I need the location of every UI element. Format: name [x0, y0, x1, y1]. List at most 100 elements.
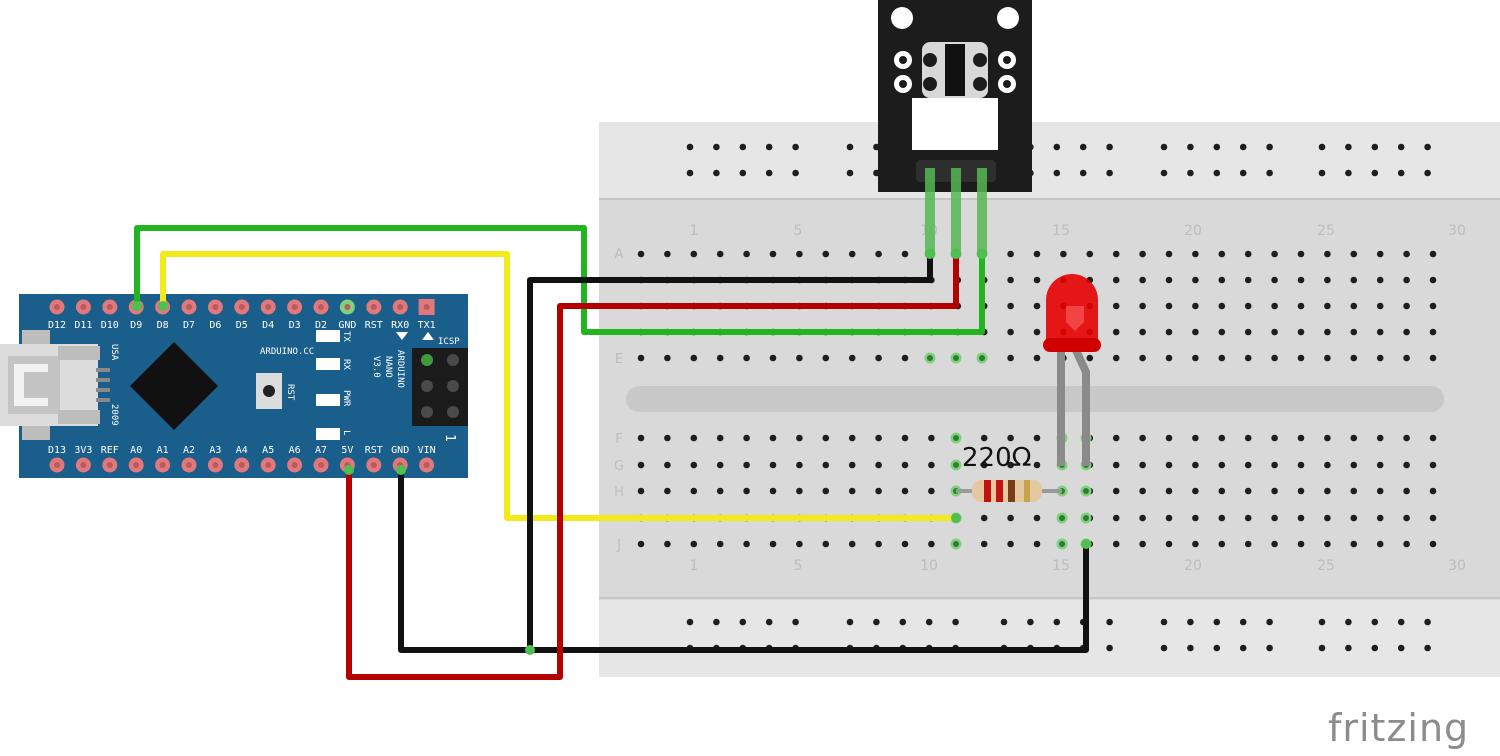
connected-hole-center — [953, 435, 959, 441]
breadboard-hole — [822, 540, 830, 548]
breadboard-hole — [1271, 461, 1278, 469]
breadboard-hole — [980, 514, 988, 522]
pin-label: D6 — [209, 320, 221, 331]
column-number: 20 — [1184, 223, 1202, 239]
breadboard-hole — [1297, 540, 1305, 548]
connected-hole-center — [953, 462, 959, 468]
breadboard-hole — [637, 540, 645, 548]
rail-hole — [925, 618, 933, 626]
rail-hole — [1371, 143, 1379, 151]
rail-hole — [1371, 169, 1379, 177]
pin-hole — [238, 304, 245, 310]
breadboard-hole — [796, 540, 803, 548]
rail-hole — [1053, 618, 1061, 626]
pin-hole — [291, 304, 298, 310]
pin-label: D7 — [183, 320, 195, 331]
breadboard-hole — [1297, 328, 1305, 336]
rail-hole — [1000, 618, 1008, 626]
breadboard-hole — [664, 250, 671, 258]
pin-hole — [370, 304, 377, 310]
breadboard-hole — [875, 461, 882, 469]
rail-hole — [1213, 169, 1221, 177]
board-label-model: ARDUINO — [395, 350, 405, 388]
breadboard-hole — [1218, 487, 1226, 495]
breadboard-hole — [1192, 250, 1199, 258]
pin-label: RST — [365, 320, 383, 331]
breadboard-hole — [1007, 302, 1014, 310]
breadboard-hole — [1218, 328, 1226, 336]
column-number: 5 — [794, 558, 803, 574]
breadboard-hole — [848, 540, 856, 548]
pin-label: RST — [365, 445, 383, 456]
breadboard-hole — [1139, 487, 1146, 495]
breadboard-hole — [716, 250, 724, 258]
column-number: 15 — [1052, 223, 1070, 239]
breadboard-hole — [1324, 250, 1331, 258]
breadboard-hole — [1403, 461, 1410, 469]
breadboard-hole — [1139, 461, 1146, 469]
rail-hole — [686, 618, 694, 626]
breadboard-hole — [1218, 540, 1226, 548]
rail-hole — [713, 618, 720, 626]
breadboard-hole — [1324, 302, 1331, 310]
breadboard-hole — [1192, 328, 1199, 336]
usb-shield-pad — [58, 410, 100, 424]
breadboard-hole — [1429, 302, 1437, 310]
connected-hole-center — [1083, 515, 1089, 521]
rail-hole — [1266, 143, 1273, 151]
breadboard-hole — [848, 354, 856, 362]
pin-hole — [318, 462, 324, 468]
breadboard-hole — [875, 434, 882, 442]
pin-label: A7 — [315, 445, 327, 456]
breadboard-hole — [1033, 354, 1041, 362]
pin-hole — [106, 304, 113, 310]
breadboard-hole — [1139, 434, 1146, 442]
board-label-model: NANO — [383, 356, 393, 378]
breadboard-hole — [1403, 250, 1410, 258]
breadboard-hole — [901, 540, 909, 548]
breadboard-hole — [1324, 354, 1331, 362]
pin-hole — [212, 462, 219, 468]
breadboard-hole — [743, 434, 750, 442]
breadboard-hole — [664, 540, 671, 548]
pin-label: GND — [338, 320, 356, 331]
pin-hole — [291, 462, 298, 468]
resistor-band-red — [996, 480, 1003, 502]
breadboard-hole — [875, 487, 882, 495]
breadboard-hole — [928, 540, 935, 548]
pin-hole — [397, 304, 404, 310]
breadboard-hole — [1429, 540, 1437, 548]
breadboard-hole — [1244, 434, 1252, 442]
pad — [973, 53, 987, 67]
breadboard-hole — [1403, 328, 1410, 336]
sensor-pin-lead — [977, 168, 987, 256]
pad — [899, 80, 907, 88]
breadboard-hole — [716, 354, 724, 362]
wire-red-5v-sensor — [346, 254, 959, 680]
resistor-band-gold — [1024, 480, 1030, 502]
breadboard-hole — [1297, 514, 1305, 522]
pin-hole — [370, 462, 377, 468]
wire-black-gnd-bus — [398, 470, 1089, 653]
breadboard-hole — [928, 461, 935, 469]
column-number: 25 — [1317, 223, 1335, 239]
status-leds: TX RX PWR L — [316, 330, 351, 440]
reset-button-cap — [263, 385, 275, 397]
wire-endpoint — [925, 249, 935, 259]
rail-hole — [792, 169, 799, 177]
breadboard-hole — [1139, 514, 1146, 522]
icsp-header — [412, 348, 468, 426]
breadboard-hole — [1376, 487, 1384, 495]
rail-hole — [1424, 618, 1431, 626]
breadboard-hole — [1139, 354, 1146, 362]
wire-black-sensor-gnd — [527, 254, 933, 650]
icsp-pins — [421, 354, 459, 418]
connected-hole-center — [1059, 515, 1065, 521]
rail-hole — [1424, 169, 1431, 177]
breadboard-hole — [1376, 540, 1384, 548]
smd-pad — [96, 378, 110, 382]
rail-hole — [1106, 169, 1113, 177]
breadboard-hole — [1376, 276, 1384, 284]
breadboard-hole — [769, 487, 777, 495]
rail-hole — [1160, 143, 1168, 151]
